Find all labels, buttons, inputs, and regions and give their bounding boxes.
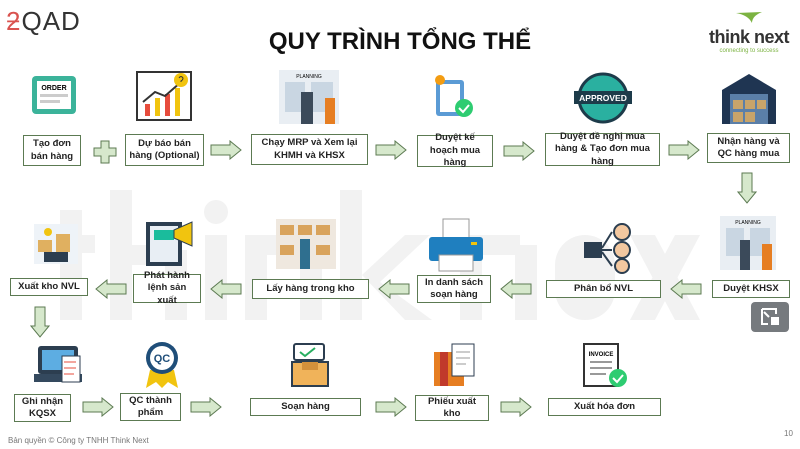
thinknext-logo-text: think next [708, 27, 790, 47]
delivery-note-icon [434, 343, 475, 386]
svg-text:PLANNING: PLANNING [296, 74, 322, 80]
qad-logo-mark-icon: ƻ [6, 6, 22, 36]
flow-arrow-icon [210, 140, 242, 160]
production-order-icon [146, 221, 193, 266]
step-soan-hang[interactable]: Soạn hàng [250, 398, 361, 416]
approved-stamp-icon: APPROVED [574, 72, 632, 124]
forecast-chart-icon [136, 71, 192, 121]
step-duyet-de-nghi-mua-hang[interactable]: Duyệt đề nghị mua hàng & Tạo đơn mua hàn… [545, 131, 660, 167]
step-duyet-ke-hoach-mua-hang[interactable]: Duyệt kế hoạch mua hàng [417, 132, 493, 168]
flow-arrow-icon [30, 306, 50, 338]
flow-arrow-icon [670, 279, 702, 299]
allocation-icon [584, 223, 631, 274]
step-xuat-hoa-don[interactable]: Xuất hóa đơn [548, 398, 661, 416]
packing-box-icon [291, 343, 329, 387]
flow-arrow-icon [378, 279, 410, 299]
invoice-icon: INVOICE [583, 343, 627, 387]
screenshot-icon [761, 308, 779, 325]
step-duyet-khsx[interactable]: Duyệt KHSX [712, 280, 790, 298]
svg-text:QC: QC [154, 353, 171, 365]
printer-icon [429, 218, 483, 272]
flow-arrow-icon [375, 140, 407, 160]
step-du-bao-ban-hang[interactable]: Dự báo bán hàng (Optional) [125, 134, 204, 166]
step-in-danh-sach-soan-hang[interactable]: In danh sách soạn hàng [417, 275, 491, 303]
svg-text:INVOICE: INVOICE [589, 352, 614, 358]
flow-arrow-icon [500, 397, 532, 417]
flow-arrow-icon [500, 279, 532, 299]
production-record-icon [34, 346, 82, 383]
order-icon: ORDER [32, 76, 76, 114]
step-phan-bo-nvl[interactable]: Phân bổ NVL [546, 280, 661, 298]
qad-logo-text: QAD [21, 6, 81, 36]
step-xuat-kho-nvl[interactable]: Xuất kho NVL [10, 278, 88, 296]
thinknext-tagline: connecting to success [719, 47, 779, 54]
flow-arrow-icon [375, 397, 407, 417]
step-lay-hang-trong-kho[interactable]: Lấy hàng trong kho [252, 279, 369, 299]
screen-capture-button[interactable] [751, 302, 789, 332]
plus-icon [93, 140, 117, 164]
step-qc-thanh-pham[interactable]: QC thành phẩm [120, 393, 181, 421]
warehouse-icon [722, 74, 776, 124]
thinknext-logo: think next connecting to success [700, 10, 798, 54]
swoosh-icon [736, 12, 762, 23]
purchase-plan-icon [435, 75, 473, 117]
step-phieu-xuat-kho[interactable]: Phiếu xuất kho [415, 395, 489, 421]
svg-text:PLANNING: PLANNING [735, 220, 761, 226]
flow-arrow-icon [95, 279, 127, 299]
flow-arrow-icon [82, 397, 114, 417]
svg-text:APPROVED: APPROVED [579, 93, 627, 103]
step-phat-hanh-lenh-san-xuat[interactable]: Phát hành lệnh sản xuất [133, 270, 201, 306]
copyright-footer: Bản quyền © Công ty TNHH Think Next [8, 436, 149, 445]
flow-arrow-icon [737, 172, 757, 204]
flow-arrow-icon [190, 397, 222, 417]
step-chay-mrp[interactable]: Chạy MRP và Xem lại KHMH và KHSX [251, 134, 368, 165]
step-ghi-nhan-kqsx[interactable]: Ghi nhận KQSX [14, 394, 71, 422]
qc-badge-icon: QC [146, 342, 178, 388]
production-plan-board-icon: PLANNING [720, 216, 776, 270]
page-number: 10 [784, 429, 793, 438]
step-nhan-hang-qc[interactable]: Nhận hàng và QC hàng mua [707, 133, 790, 163]
planning-board-icon: PLANNING [279, 70, 339, 124]
flow-arrow-icon [668, 140, 700, 160]
qad-logo: ƻQAD [6, 6, 81, 37]
page-title: QUY TRÌNH TỔNG THỂ [268, 28, 532, 55]
material-issue-icon [34, 224, 78, 264]
flow-arrow-icon [210, 279, 242, 299]
step-tao-don-ban-hang[interactable]: Tạo đơn bán hàng [23, 135, 81, 166]
flow-arrow-icon [503, 141, 535, 161]
svg-text:ORDER: ORDER [41, 85, 66, 92]
warehouse-picking-icon [276, 219, 336, 269]
